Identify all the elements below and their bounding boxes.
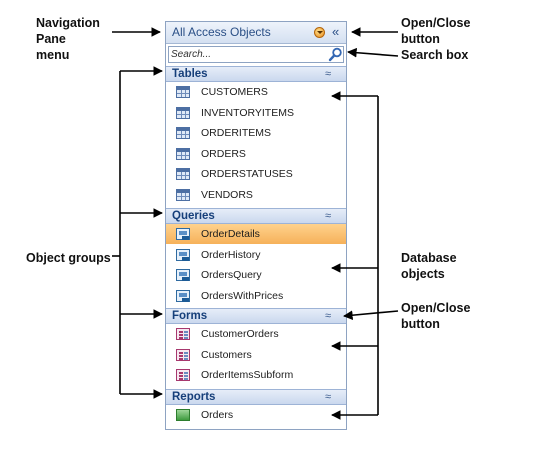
object-item[interactable]: CustomerOrders	[166, 324, 346, 344]
callout-nav-pane-menu: Navigation Pane menu	[36, 15, 100, 63]
object-item-label: INVENTORYITEMS	[201, 106, 294, 119]
object-item-label: OrdersWithPrices	[201, 289, 284, 302]
object-item[interactable]: OrderItemsSubform	[166, 365, 346, 385]
callout-object-groups: Object groups	[26, 250, 111, 266]
form-icon	[176, 328, 190, 340]
object-item[interactable]: OrdersWithPrices	[166, 286, 346, 306]
object-item-label: OrderDetails	[201, 228, 260, 240]
callout-line: Navigation	[36, 16, 100, 30]
navigation-pane-title[interactable]: All Access Objects	[172, 25, 271, 39]
object-item-label: VENDORS	[201, 188, 253, 201]
callout-line: button	[401, 32, 440, 46]
object-item-label: ORDERITEMS	[201, 127, 272, 139]
group-header-forms[interactable]: Forms ≈	[166, 308, 346, 324]
callout-search-box: Search box	[401, 47, 468, 63]
callout-database-objects: Database objects	[401, 250, 457, 282]
group-label: Reports	[172, 391, 216, 403]
object-item[interactable]: OrderDetails	[166, 224, 346, 244]
object-item-label: CUSTOMERS	[201, 86, 268, 98]
group-collapse-icon[interactable]: ≈	[325, 210, 332, 222]
object-item[interactable]: ORDERS	[166, 144, 346, 164]
query-icon	[176, 248, 190, 261]
query-icon	[176, 269, 190, 281]
callout-line: objects	[401, 267, 445, 281]
callout-line: Open/Close	[401, 16, 471, 30]
table-icon	[176, 188, 190, 201]
group-label: Queries	[172, 210, 215, 222]
object-item[interactable]: OrdersQuery	[166, 265, 346, 285]
group-header-queries[interactable]: Queries ≈	[166, 208, 346, 224]
callout-line: menu	[36, 48, 70, 62]
callout-open-close-button-forms: Open/Close button	[401, 300, 470, 332]
callout-line: Object groups	[26, 251, 111, 265]
shutter-bar-button[interactable]: «	[332, 24, 340, 39]
object-item-label: OrderHistory	[201, 248, 261, 261]
callout-line: Database	[401, 251, 457, 265]
object-item-label: OrderItemsSubform	[201, 369, 294, 381]
table-icon	[176, 106, 190, 119]
group-header-reports[interactable]: Reports ≈	[166, 389, 346, 405]
search-icon[interactable]	[327, 47, 343, 62]
object-item[interactable]: ORDERITEMS	[166, 123, 346, 143]
search-input[interactable]	[171, 48, 321, 61]
object-item[interactable]: Customers	[166, 345, 346, 365]
query-icon	[176, 228, 190, 240]
form-icon	[176, 348, 190, 361]
group-collapse-icon[interactable]: ≈	[325, 68, 332, 80]
object-item[interactable]: Orders	[166, 405, 346, 425]
search-box	[168, 46, 344, 63]
table-icon	[176, 127, 190, 139]
object-item[interactable]: OrderHistory	[166, 245, 346, 265]
group-header-tables[interactable]: Tables ≈	[166, 66, 346, 82]
object-item[interactable]: CUSTOMERS	[166, 82, 346, 102]
form-icon	[176, 369, 190, 381]
object-item-label: CustomerOrders	[201, 328, 279, 340]
object-item-label: ORDERSTATUSES	[201, 168, 293, 180]
object-item-label: OrdersQuery	[201, 269, 262, 281]
arrow-open-close-forms	[343, 310, 399, 320]
group-collapse-icon[interactable]: ≈	[325, 391, 332, 403]
query-icon	[176, 289, 190, 302]
object-item-label: Customers	[201, 348, 252, 361]
table-icon	[176, 168, 190, 180]
group-label: Forms	[172, 310, 208, 322]
callout-open-close-button-top: Open/Close button	[401, 15, 470, 47]
group-label: Tables	[172, 68, 208, 80]
table-icon	[176, 86, 190, 98]
group-collapse-icon[interactable]: ≈	[325, 310, 332, 322]
callout-line: Search box	[401, 48, 469, 62]
callout-line: Open/Close	[401, 301, 471, 315]
object-item[interactable]: INVENTORYITEMS	[166, 103, 346, 123]
arrow-search-box	[347, 47, 399, 58]
object-item[interactable]: VENDORS	[166, 185, 346, 205]
callout-line: button	[401, 317, 440, 331]
navigation-pane-header[interactable]: All Access Objects «	[166, 22, 346, 44]
object-item[interactable]: ORDERSTATUSES	[166, 164, 346, 184]
callout-line: Pane	[36, 32, 66, 46]
object-item-label: Orders	[201, 409, 234, 421]
table-icon	[176, 147, 190, 160]
report-icon	[176, 409, 190, 421]
chevron-down-icon[interactable]	[314, 27, 325, 38]
object-item-label: ORDERS	[201, 147, 246, 160]
navigation-pane: All Access Objects « Tables ≈ CUSTOMERS INV…	[165, 21, 347, 430]
